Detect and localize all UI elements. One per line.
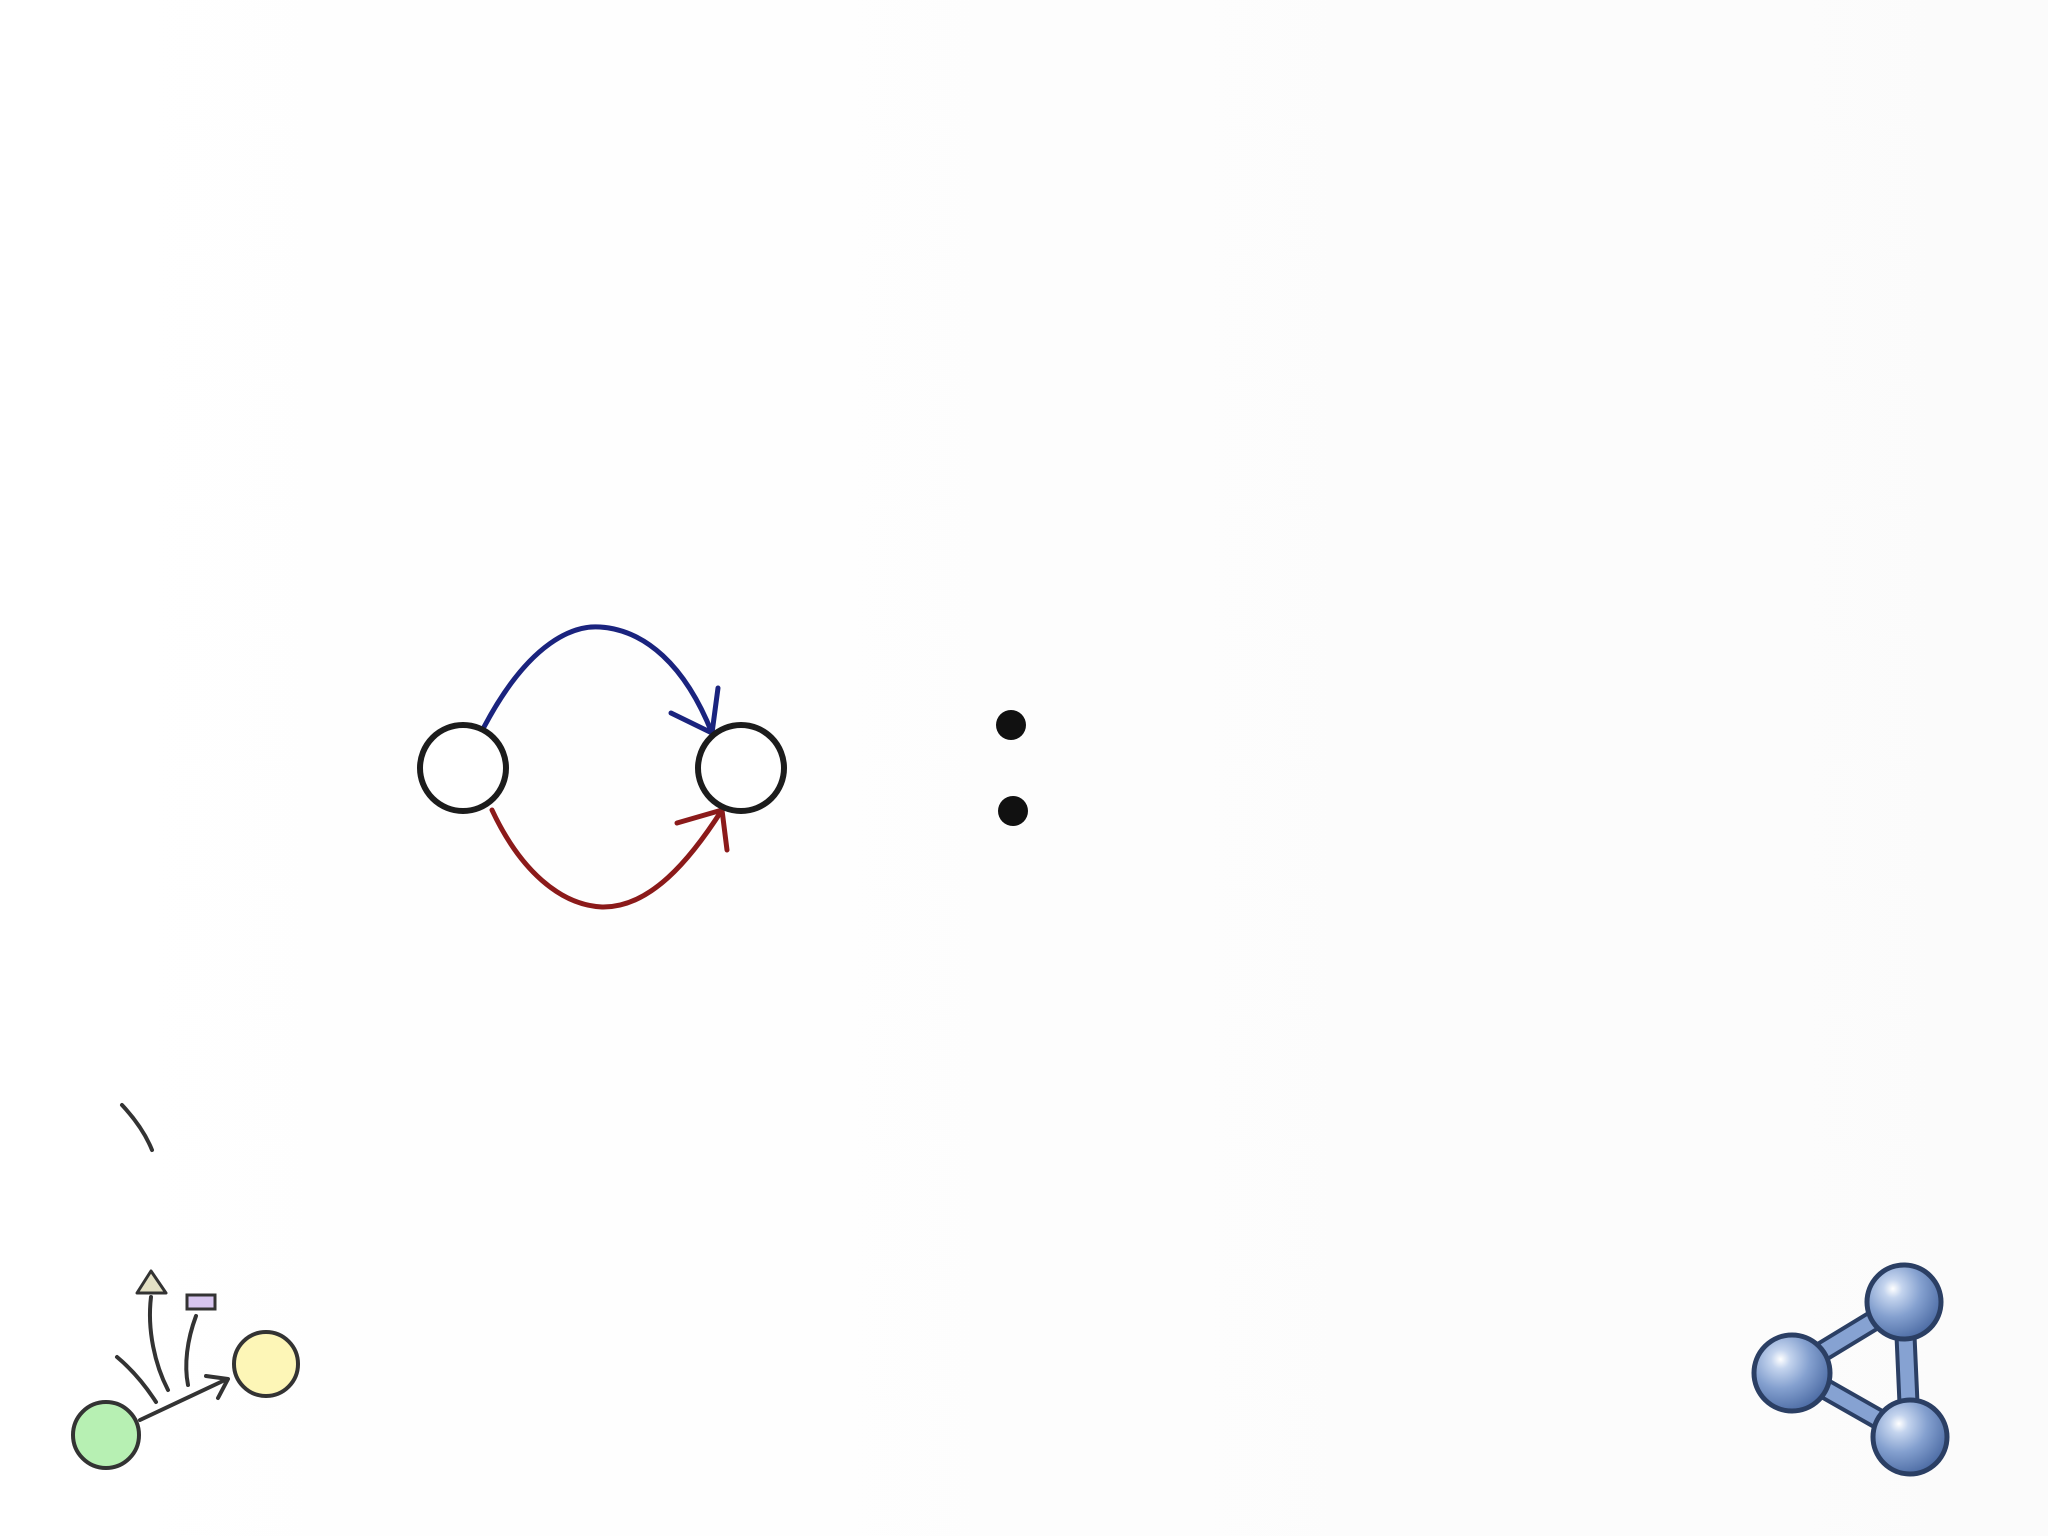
node-left [417,722,509,814]
edge-arrow-lower [489,807,725,910]
edge-arrow-upper [481,624,715,736]
colon-dot-bottom [998,796,1028,826]
molecule-triangle-icon [1751,1262,1950,1477]
node-right [695,722,787,814]
arrowhead-lower-icon [674,807,730,853]
graph-transform-icon [71,1103,300,1470]
relation-diagram [417,624,1028,910]
colon-dot-top [996,710,1026,740]
